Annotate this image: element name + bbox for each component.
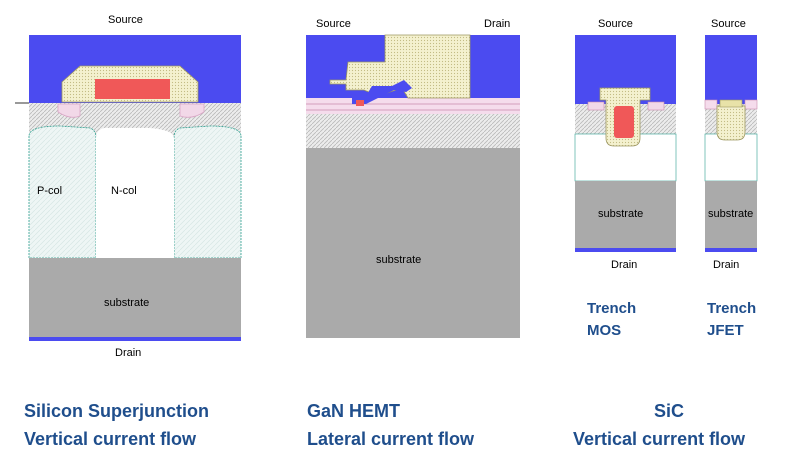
body-well-left (587, 101, 605, 111)
sic-caption-line2: Vertical current flow (573, 429, 746, 449)
drift-region (704, 133, 758, 182)
si-ncol-label: N-col (111, 185, 137, 197)
gan-substrate-label: substrate (376, 254, 422, 266)
si-drain-label: Drain (115, 347, 142, 359)
substrate (306, 148, 520, 338)
sic-caption-line1: SiC (654, 401, 685, 421)
trench-gate (716, 105, 746, 141)
sic-trench-mos-device (574, 35, 677, 252)
si-pcol-label: P-col (37, 185, 63, 197)
barrier-stack (306, 98, 520, 114)
si-source-label: Source (108, 14, 143, 26)
drain-metal (575, 248, 676, 252)
jfet-type-label-1: Trench (707, 300, 757, 317)
sic-trench-jfet-device (704, 35, 758, 252)
field-plate (329, 34, 471, 99)
mos-source-label: Source (598, 18, 633, 30)
p-column-left (28, 125, 97, 259)
gan-hemt-device (306, 34, 520, 338)
substrate (575, 181, 676, 249)
gate-contact (719, 99, 743, 108)
jfet-substrate-label: substrate (708, 208, 754, 220)
drain-metal (29, 337, 241, 341)
drain-metal (705, 248, 757, 252)
gan-drain-label: Drain (484, 18, 511, 30)
mos-drain-label: Drain (611, 259, 638, 271)
jfet-type-label-2: JFET (707, 322, 744, 339)
gan-source-label: Source (316, 18, 351, 30)
si-caption-line2: Vertical current flow (24, 429, 197, 449)
mos-type-label-1: Trench (587, 300, 637, 317)
mos-substrate-label: substrate (598, 208, 644, 220)
p-column-right (173, 125, 242, 259)
body-well-right (647, 101, 665, 111)
si-superjunction-device (15, 35, 242, 341)
jfet-source-label: Source (711, 18, 746, 30)
gan-caption-line2: Lateral current flow (307, 429, 475, 449)
body-well-right (179, 103, 205, 118)
gate-electrode (95, 79, 170, 99)
si-caption-line1: Silicon Superjunction (24, 401, 210, 421)
gate-contact (352, 80, 412, 104)
source-pad-right (744, 99, 758, 110)
gan-caption-line1: GaN HEMT (307, 401, 401, 421)
source-pad-left (704, 99, 718, 110)
si-substrate-label: substrate (104, 297, 150, 309)
jfet-drain-label: Drain (713, 259, 740, 271)
body-well-left (57, 103, 81, 118)
source-metal (705, 35, 757, 105)
trench-gate-electrode (614, 106, 634, 138)
substrate (29, 258, 241, 338)
substrate (705, 181, 757, 249)
channel-layer (306, 114, 520, 148)
mos-type-label-2: MOS (587, 322, 622, 339)
n-column (96, 128, 174, 258)
